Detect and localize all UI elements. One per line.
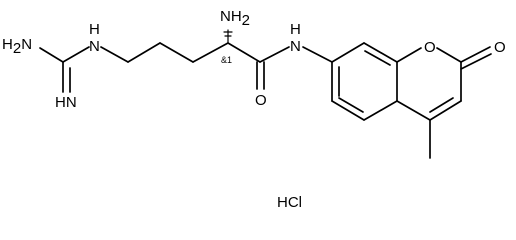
bond-ch2-ch2-a: [127, 42, 161, 63]
bond-calpha-cc: [227, 42, 261, 63]
nh-amide-h-label: H: [290, 21, 301, 38]
hcl-label: HCl: [277, 194, 302, 211]
nh-guanidine-n-label: N: [89, 38, 100, 55]
bond-ring-a: [331, 42, 365, 63]
bond-c-nh: [62, 46, 90, 63]
atom-labels: H2N HN N H NH2 &1 O N H O O: [2, 8, 506, 111]
bond-ch2-ch2-b: [159, 42, 194, 63]
bond-c2-o-inner: [460, 53, 492, 70]
bond-c4-c4a: [396, 100, 431, 121]
o-amide-label: O: [255, 92, 267, 109]
bond-nh-aryl: [302, 46, 333, 63]
bond-nh-ch2: [100, 46, 129, 63]
o-ring-label: O: [424, 39, 436, 56]
bond-ring-b: [363, 42, 398, 63]
bond-c3-c4: [429, 100, 462, 121]
bond-c3-c4-inner: [429, 97, 454, 113]
bond-c2-o-outer: [460, 46, 491, 63]
chemical-structure: H2N HN N H NH2 &1 O N H O O HCl: [2, 8, 506, 211]
h2n-guanidine-label: H2N: [2, 36, 32, 57]
nh-guanidine-h-label: H: [89, 21, 100, 38]
o-carbonyl-label: O: [494, 39, 506, 56]
stereo-hash-bond: [223, 29, 233, 44]
stereo-label: &1: [221, 55, 232, 65]
bonds: [39, 42, 492, 159]
hn-imine-label: HN: [55, 94, 77, 111]
bond-ring-d: [363, 100, 398, 121]
bond-ring-b-inner: [364, 50, 391, 66]
nh-amide-n-label: N: [290, 38, 301, 55]
bond-o-c2: [436, 47, 462, 63]
bond-ring-e-inner: [338, 97, 364, 113]
bond-ring-e: [331, 100, 365, 121]
bond-c-nh-amide: [259, 46, 290, 63]
bond-ch2-calpha: [192, 42, 229, 63]
bond-h2n-c: [39, 47, 64, 63]
bond-c8a-o: [396, 47, 422, 63]
nh2-alpha-label: NH2: [220, 8, 250, 29]
